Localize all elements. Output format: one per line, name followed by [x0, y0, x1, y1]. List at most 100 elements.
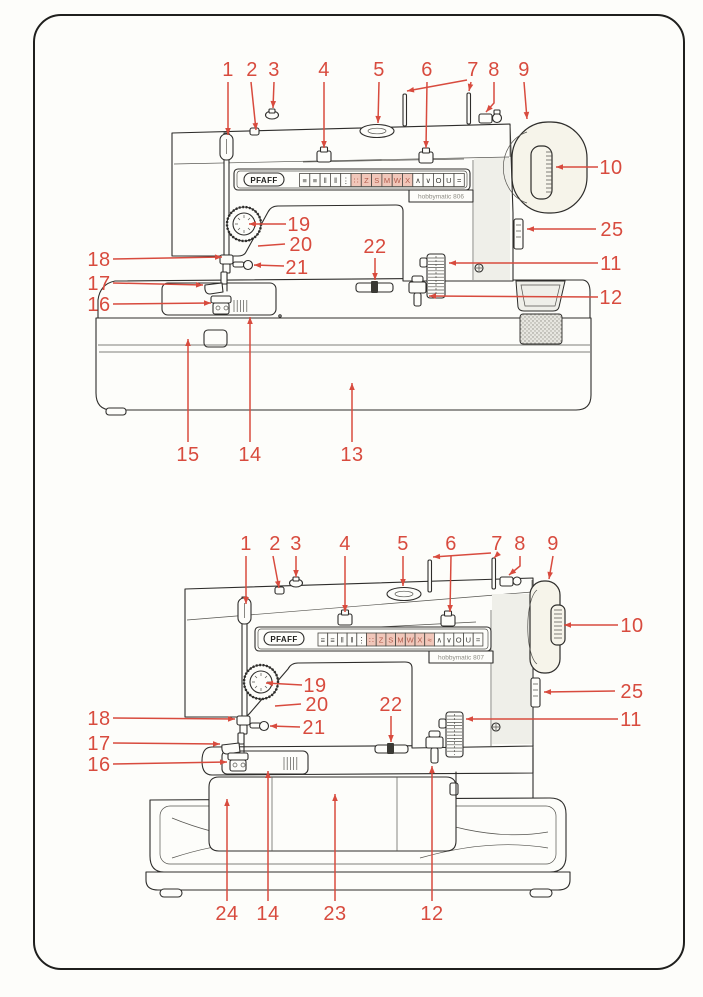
- stitch-cell-icon: ∧: [415, 176, 421, 185]
- thread-guide: [249, 127, 260, 136]
- callout-number-7: 7: [467, 59, 479, 81]
- cover-screw: [474, 263, 484, 273]
- callout-arrowhead: [195, 282, 203, 288]
- callout-number-1: 1: [222, 59, 234, 81]
- callout-arrowhead: [247, 317, 253, 324]
- callout-number-12: 12: [420, 903, 443, 925]
- stitch-cell-icon: W: [407, 636, 415, 645]
- callout-number-4: 4: [339, 533, 351, 555]
- callout-number-19: 19: [303, 675, 326, 697]
- stitch-cell-icon: ∨: [426, 176, 432, 185]
- stitch-selector-slider-right: [440, 614, 456, 627]
- stitch-cell-icon: ≈: [427, 636, 431, 645]
- callout-number-7: 7: [491, 533, 503, 555]
- pillar-shading: [474, 158, 510, 280]
- callout-arrowhead: [388, 735, 394, 742]
- callout-arrowhead: [243, 597, 249, 604]
- model-label: hobbymatic 806: [418, 194, 464, 201]
- stitch-cell-icon: O: [436, 176, 442, 185]
- callout-number-6: 6: [445, 533, 457, 555]
- cover-screw: [491, 722, 501, 732]
- callout-number-9: 9: [518, 59, 530, 81]
- presser-foot: [204, 282, 224, 295]
- callout-arrowhead: [293, 570, 299, 577]
- flat-bed-and-base: [95, 277, 592, 416]
- stitch-cell-icon: X: [405, 176, 410, 185]
- callout-number-22: 22: [363, 236, 386, 258]
- presser-foot: [221, 742, 241, 755]
- stitch-cell-icon: ∧: [437, 636, 443, 645]
- callout-arrowhead: [407, 86, 415, 93]
- callout-number-8: 8: [514, 533, 526, 555]
- callout-arrowhead: [447, 604, 453, 612]
- carrying-handle: [359, 123, 395, 139]
- bobbin-winder: [499, 576, 514, 587]
- callout-arrowhead: [249, 221, 256, 227]
- callout-leader-line: [449, 555, 452, 613]
- stitch-cell-icon: ≡: [321, 636, 326, 645]
- model-label-box: [408, 189, 474, 203]
- needle-head-parts: [204, 132, 263, 315]
- callout-arrowhead: [466, 716, 473, 722]
- callout-number-24: 24: [215, 903, 238, 925]
- callout-number-19: 19: [287, 214, 310, 236]
- free-arm-and-base: [145, 744, 571, 898]
- stitch-cell-icon: =: [476, 636, 481, 645]
- callout-arrowhead: [252, 122, 259, 130]
- box-latch: [449, 782, 459, 796]
- stitch-cell-icon: S: [374, 176, 379, 185]
- callout-arrowhead: [509, 568, 517, 575]
- callout-arrowhead: [486, 104, 493, 112]
- callout-leader-line: [250, 81, 257, 131]
- stitch-cell-icon: ‖: [350, 636, 353, 645]
- callout-number-18: 18: [87, 249, 110, 271]
- callout-number-5: 5: [397, 533, 409, 555]
- callout-number-14: 14: [256, 903, 279, 925]
- stitch-cell-icon: ⋮: [358, 636, 366, 645]
- callout-leader-line: [112, 256, 223, 260]
- stitch-cell-icon: M: [384, 176, 390, 185]
- spool-pin-right: [491, 557, 497, 590]
- callout-arrowhead: [527, 226, 534, 232]
- stitch-cell-icon: U: [466, 636, 471, 645]
- callout-leader-line: [112, 761, 228, 765]
- stitch-cell-icon: W: [394, 176, 402, 185]
- callout-number-3: 3: [290, 533, 302, 555]
- callout-number-6: 6: [421, 59, 433, 81]
- presser-bar-slider: [530, 677, 541, 708]
- callout-arrowhead: [429, 766, 435, 773]
- callout-leader-line: [425, 81, 428, 149]
- stitch-cell-icon: ‖: [341, 636, 344, 645]
- callout-arrowhead: [224, 799, 230, 806]
- callout-number-25: 25: [620, 681, 643, 703]
- callout-leader-line: [428, 295, 599, 298]
- callout-arrowhead: [349, 383, 355, 390]
- callout-number-15: 15: [176, 444, 199, 466]
- callout-arrowhead: [375, 115, 381, 123]
- bobbin-winder: [478, 113, 493, 124]
- needle-clamp-screw: [242, 259, 254, 271]
- accessory-box: [208, 776, 457, 852]
- callout-arrowhead: [212, 741, 220, 747]
- stitch-cell-icon: ≡: [302, 176, 307, 185]
- callout-number-16: 16: [87, 294, 110, 316]
- callout-number-13: 13: [340, 444, 363, 466]
- callout-number-2: 2: [269, 533, 281, 555]
- callout-number-11: 11: [600, 253, 622, 275]
- brand-logo: PFAFF: [250, 176, 277, 185]
- needle-clamp-screw: [258, 720, 270, 732]
- callout-number-12: 12: [599, 287, 622, 309]
- stitch-cell-icon: S: [388, 636, 393, 645]
- stitch-cell: [472, 632, 484, 647]
- callout-arrowhead: [254, 262, 262, 269]
- pfaff-logo-pill: [243, 172, 285, 187]
- callout-arrowhead: [372, 273, 378, 280]
- callout-arrowhead: [433, 553, 441, 560]
- stitch-cell-icon: Z: [364, 176, 369, 185]
- stitch-cell-icon: ⋮: [342, 176, 350, 185]
